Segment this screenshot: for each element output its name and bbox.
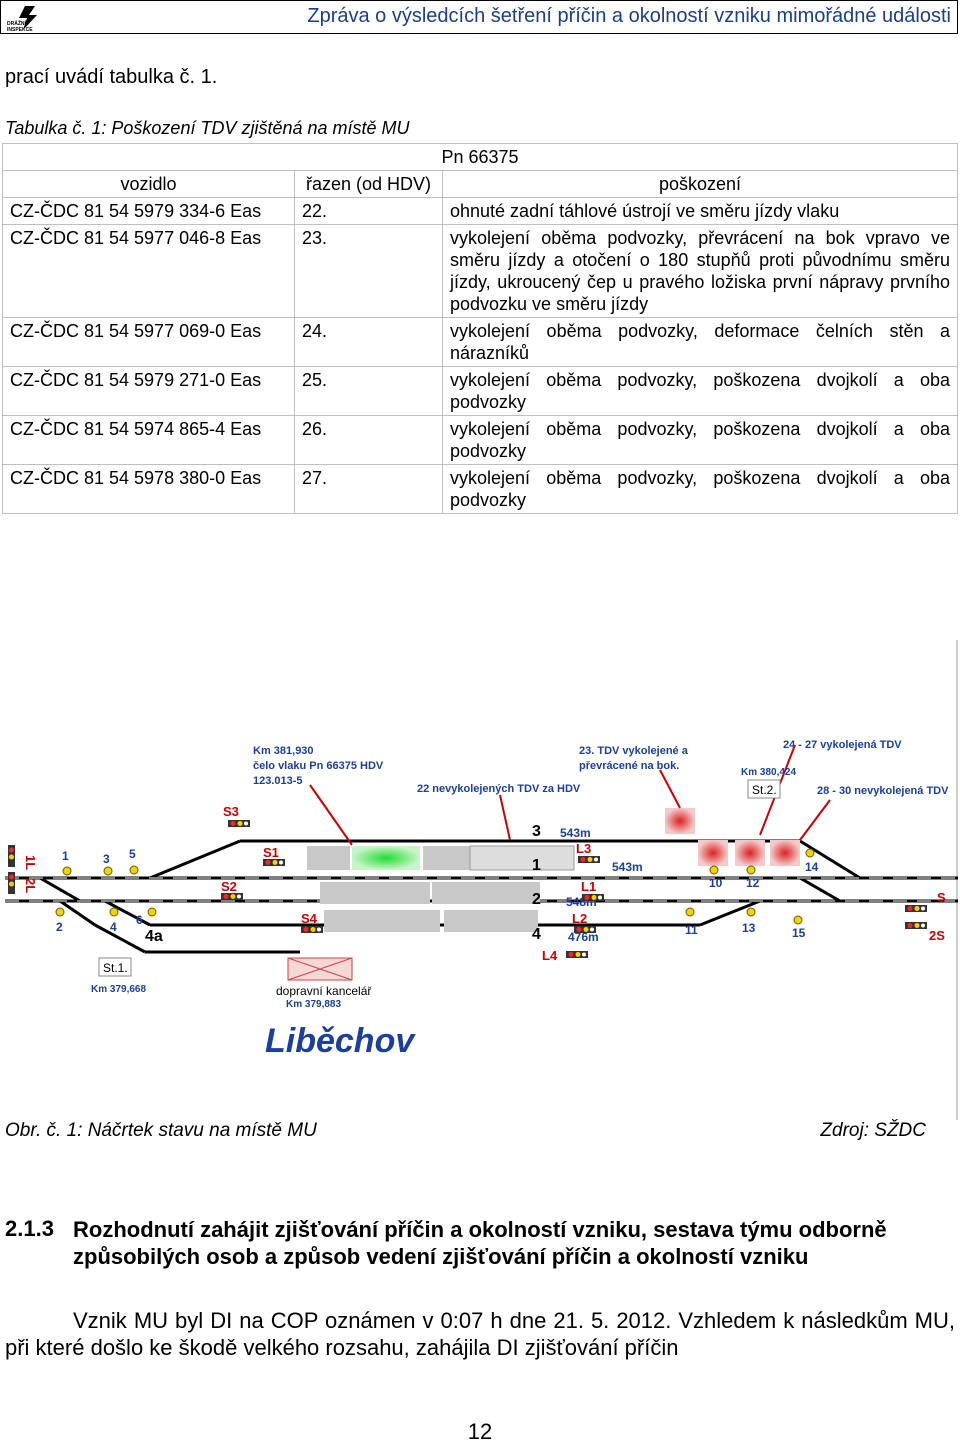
vehicle-cell: CZ-ČDC 81 54 5979 334-6 Eas [2, 197, 295, 225]
paragraph-text: Vznik MU byl DI na COP oznámen v 0:07 h … [5, 1308, 955, 1360]
track-3: 3 [532, 823, 541, 840]
track-4: 4 [532, 926, 541, 943]
front-loco: 123.013-5 [253, 775, 303, 787]
signal-l4: L4 [542, 948, 558, 963]
switch-10: 10 [709, 876, 723, 890]
front-km: Km 381,930 [253, 745, 314, 757]
position-cell: 23. [294, 224, 443, 318]
front-label: čelo vlaku Pn 66375 HDV [253, 760, 384, 772]
track-4-length: 476m [568, 930, 599, 944]
vehicle-cell: CZ-ČDC 81 54 5979 271-0 Eas [2, 366, 295, 416]
signal-2s: 2S [929, 928, 945, 943]
switch-markers [55, 848, 815, 925]
damage-table: Pn 66375 vozidlo řazen (od HDV) poškozen… [2, 143, 958, 514]
damage-cell: vykolejení oběma podvozky, deformace čel… [442, 317, 958, 367]
derailed-24-27-label: 24 - 27 vykolejená TDV [783, 739, 902, 751]
drazni-inspekce-logo: DRÁŽNÍ INSPEKCE [5, 3, 45, 33]
not-derailed-label: 22 nevykolejených TDV za HDV [417, 783, 581, 795]
signal-s3: S3 [223, 804, 239, 819]
st1-box: St.1. [98, 957, 132, 977]
switch-5: 5 [129, 847, 136, 861]
table-row: CZ-ČDC 81 54 5979 271-0 Eas 25. vykoleje… [2, 366, 958, 416]
switch-13: 13 [742, 921, 756, 935]
track-1: 1 [532, 857, 541, 874]
track-4a: 4a [145, 928, 163, 945]
position-cell: 24. [294, 317, 443, 367]
signal-s1: S1 [263, 845, 279, 860]
rail-sleepers [5, 877, 958, 902]
page-number: 12 [467, 1419, 493, 1444]
switch-2: 2 [56, 920, 63, 934]
section-title: Rozhodnutí zahájit zjišťování příčin a o… [73, 1217, 887, 1269]
switch-6: 6 [136, 913, 143, 927]
body-paragraph: Vznik MU byl DI na COP oznámen v 0:07 h … [5, 1307, 955, 1361]
section-number: 2.1.3 [5, 1216, 54, 1241]
table-train-row: Pn 66375 [2, 143, 958, 171]
signal-post-symbols [8, 820, 927, 958]
switch-12: 12 [746, 876, 760, 890]
table-row: CZ-ČDC 81 54 5979 334-6 Eas 22. ohnuté z… [2, 197, 958, 225]
table-row: CZ-ČDC 81 54 5977 046-8 Eas 23. vykoleje… [2, 224, 958, 318]
damage-cell: vykolejení oběma podvozky, poškozena dvo… [442, 366, 958, 416]
position-cell: 27. [294, 464, 443, 514]
table-row: CZ-ČDC 81 54 5974 865-4 Eas 26. vykoleje… [2, 415, 958, 465]
signal-1l: 1L [23, 855, 38, 870]
figure-source: Zdroj: SŽDC [820, 1120, 926, 1141]
signal-l1: L1 [581, 879, 596, 894]
position-cell: 22. [294, 197, 443, 225]
table-header-row: vozidlo řazen (od HDV) poškození [2, 170, 958, 198]
signal-l3: L3 [576, 841, 591, 856]
st2-label: St.2. [752, 783, 777, 797]
track-3-length: 543m [560, 826, 591, 840]
page-header: DRÁŽNÍ INSPEKCE Zpráva o výsledcích šetř… [0, 0, 958, 34]
table-caption: Tabulka č. 1: Poškození TDV zjištěná na … [5, 118, 410, 138]
vehicle-cell: CZ-ČDC 81 54 5978 380-0 Eas [2, 464, 295, 514]
position-cell: 26. [294, 415, 443, 465]
switch-15: 15 [792, 926, 806, 940]
signal-s: S [937, 890, 946, 905]
header-vehicle: vozidlo [2, 170, 295, 198]
track-1-length: 543m [612, 860, 643, 874]
vehicle-cell: CZ-ČDC 81 54 5974 865-4 Eas [2, 415, 295, 465]
switch-11: 11 [685, 923, 698, 937]
switch-1: 1 [62, 849, 69, 863]
header-title: Zpráva o výsledcích šetření příčin a oko… [307, 5, 951, 27]
signal-l2: L2 [572, 911, 587, 926]
signal-s4: S4 [301, 911, 318, 926]
office-label-2: Km 379,883 [286, 999, 341, 1010]
derailed-28-30-label: 28 - 30 nevykolejená TDV [817, 785, 949, 797]
switch-4: 4 [110, 920, 117, 934]
logo-text-2: INSPEKCE [7, 27, 33, 33]
station-name: Liběchov [265, 1022, 416, 1060]
damage-cell: vykolejení oběma podvozky, poškozena dvo… [442, 464, 958, 514]
st2-box: St.2. [747, 779, 781, 799]
office-label-1: dopravní kancelář [276, 984, 372, 998]
switch-3: 3 [103, 852, 110, 866]
km-380-label: Km 380,424 [741, 767, 796, 778]
track-2: 2 [532, 891, 541, 908]
table-row: CZ-ČDC 81 54 5977 069-0 Eas 24. vykoleje… [2, 317, 958, 367]
position-cell: 25. [294, 366, 443, 416]
tdv23-label-1: 23. TDV vykolejené a [579, 745, 689, 757]
logo-text-1: DRÁŽNÍ [7, 19, 26, 27]
st1-km-label: Km 379,668 [91, 984, 146, 995]
wagons [287, 808, 800, 981]
damage-cell: vykolejení oběma podvozky, poškozena dvo… [442, 415, 958, 465]
header-damage: poškození [442, 170, 958, 198]
header-position: řazen (od HDV) [294, 170, 443, 198]
table-row: CZ-ČDC 81 54 5978 380-0 Eas 27. vykoleje… [2, 464, 958, 514]
vehicle-cell: CZ-ČDC 81 54 5977 046-8 Eas [2, 224, 295, 318]
vehicle-cell: CZ-ČDC 81 54 5977 069-0 Eas [2, 317, 295, 367]
track-diagram: Km 381,930 čelo vlaku Pn 66375 HDV 123.0… [5, 640, 958, 1120]
intro-text: prací uvádí tabulka č. 1. [5, 66, 218, 88]
signal-2l: 2L [23, 878, 38, 893]
switch-14: 14 [805, 860, 819, 874]
tdv23-label-2: převrácené na bok. [579, 760, 679, 772]
signal-s2: S2 [221, 879, 237, 894]
st1-label: St.1. [103, 961, 128, 975]
figure-caption: Obr. č. 1: Náčrtek stavu na místě MU [5, 1120, 317, 1141]
train-number: Pn 66375 [2, 143, 958, 171]
damage-cell: ohnuté zadní táhlové ústrojí ve směru jí… [442, 197, 958, 225]
damage-cell: vykolejení oběma podvozky, převrácení na… [442, 224, 958, 318]
